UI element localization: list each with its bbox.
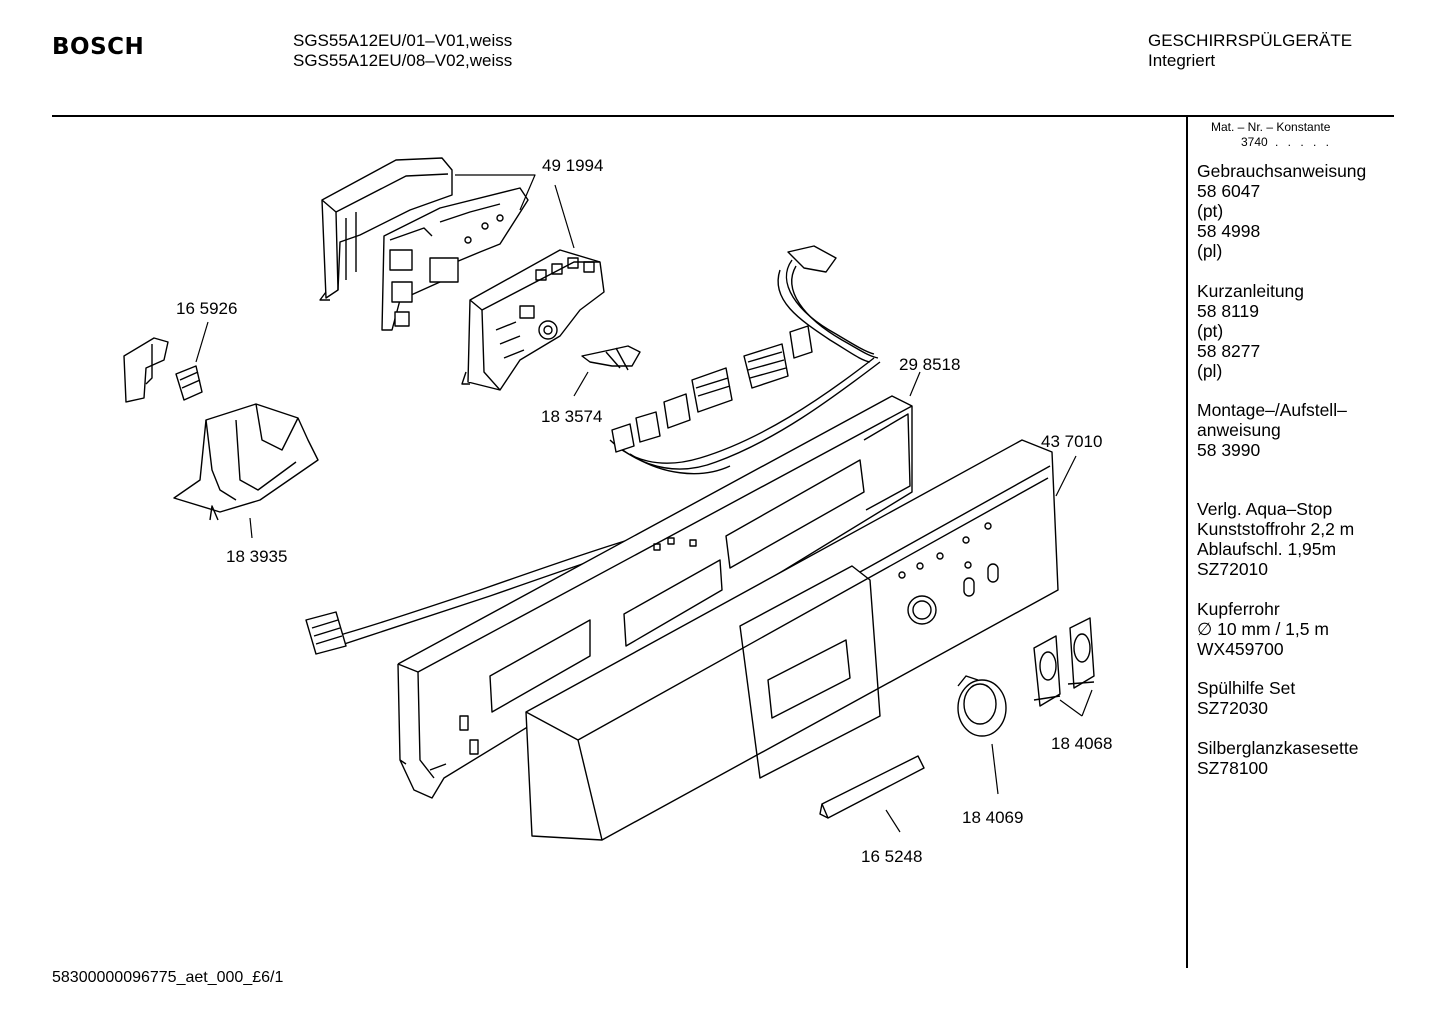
mat-number-dots: . . . . . bbox=[1275, 135, 1333, 149]
part-label-184069: 18 4069 bbox=[962, 808, 1023, 827]
model-line-2: SGS55A12EU/08–V02,weiss bbox=[293, 51, 513, 70]
leader-lines bbox=[195, 174, 1093, 833]
control-frame bbox=[397, 395, 913, 799]
model-line-1: SGS55A12EU/01–V01,weiss bbox=[293, 31, 513, 50]
small-cover bbox=[123, 337, 203, 403]
part-label-491994: 49 1994 bbox=[542, 156, 603, 175]
brand-logo: BOSCH bbox=[52, 34, 145, 60]
part-label-183574: 18 3574 bbox=[541, 407, 602, 426]
dispenser-bracket bbox=[173, 403, 319, 521]
category-title: GESCHIRRSPÜLGERÄTE bbox=[1148, 31, 1353, 50]
part-label-165248: 16 5248 bbox=[861, 847, 922, 866]
part-label-298518: 29 8518 bbox=[899, 355, 960, 374]
part-label-183935: 18 3935 bbox=[226, 547, 287, 566]
document-code: 58300000096775_aet_000_£6/1 bbox=[52, 969, 284, 986]
sidebar-divider bbox=[1186, 117, 1188, 968]
control-housing-cover bbox=[319, 157, 453, 301]
control-module bbox=[461, 249, 605, 391]
mat-number-value: 3740 bbox=[1241, 135, 1268, 149]
front-panel bbox=[525, 439, 1059, 841]
circuit-board bbox=[381, 187, 529, 331]
trim-strip bbox=[819, 755, 925, 819]
header-divider bbox=[52, 115, 1394, 117]
category-subtitle: Integriert bbox=[1148, 51, 1216, 70]
part-label-165926: 16 5926 bbox=[176, 299, 237, 318]
part-label-184068: 18 4068 bbox=[1051, 734, 1112, 753]
mat-number-label: Mat. – Nr. – Konstante bbox=[1211, 120, 1331, 134]
rotary-knob bbox=[957, 675, 1007, 737]
part-label-437010: 43 7010 bbox=[1041, 432, 1102, 451]
wiring-harness bbox=[305, 245, 881, 655]
clip-part bbox=[581, 345, 641, 371]
button-set bbox=[1033, 617, 1095, 707]
